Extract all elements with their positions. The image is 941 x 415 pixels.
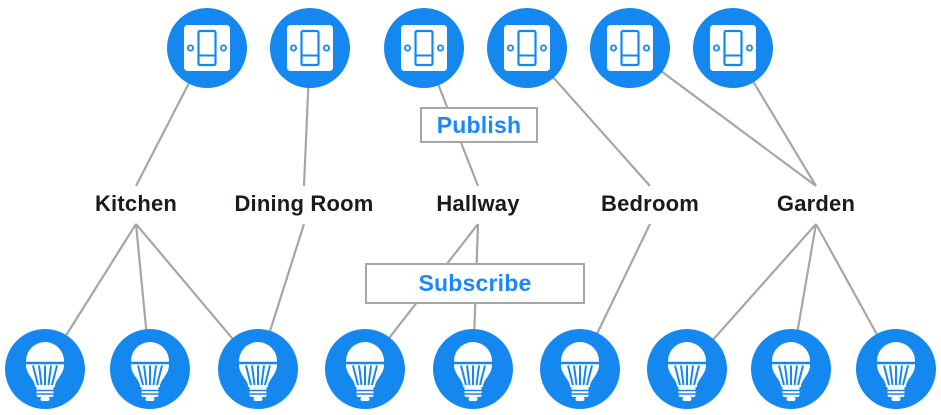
light-switch-icon xyxy=(287,25,333,71)
subscribe-box: Subscribe xyxy=(365,263,585,304)
topic-label-dining-room: Dining Room xyxy=(234,191,374,216)
light-bulb-node-2 xyxy=(110,329,190,409)
light-switch-node-1 xyxy=(167,8,247,88)
light-bulb-icon xyxy=(238,342,278,401)
light-switch-node-4 xyxy=(487,8,567,88)
light-bulb-node-4 xyxy=(325,329,405,409)
light-switch-icon xyxy=(504,25,550,71)
light-bulb-icon xyxy=(130,342,170,401)
light-bulb-node-3 xyxy=(218,329,298,409)
light-bulb-icon xyxy=(560,342,600,401)
light-switch-icon xyxy=(607,25,653,71)
light-switch-node-6 xyxy=(693,8,773,88)
light-bulb-node-7 xyxy=(647,329,727,409)
topic-label-garden: Garden xyxy=(776,191,856,216)
light-bulb-icon xyxy=(453,342,493,401)
light-switch-icon xyxy=(401,25,447,71)
publish-box: Publish xyxy=(420,107,538,143)
light-switch-icon xyxy=(710,25,756,71)
light-switch-node-3 xyxy=(384,8,464,88)
light-bulb-node-5 xyxy=(433,329,513,409)
subscribe-label: Subscribe xyxy=(418,270,532,296)
light-switch-node-2 xyxy=(270,8,350,88)
light-bulb-node-9 xyxy=(856,329,936,409)
light-bulb-node-8 xyxy=(751,329,831,409)
light-switch-node-5 xyxy=(590,8,670,88)
light-bulb-node-6 xyxy=(540,329,620,409)
light-bulb-icon xyxy=(876,342,916,401)
publish-label: Publish xyxy=(436,111,522,138)
light-bulb-icon xyxy=(667,342,707,401)
topic-label-kitchen: Kitchen xyxy=(94,191,178,216)
light-bulb-icon xyxy=(25,342,65,401)
topic-label-hallway: Hallway xyxy=(436,191,520,216)
light-bulb-node-1 xyxy=(5,329,85,409)
light-switch-icon xyxy=(184,25,230,71)
light-bulb-icon xyxy=(345,342,385,401)
topic-label-bedroom: Bedroom xyxy=(601,191,699,216)
light-bulb-icon xyxy=(771,342,811,401)
